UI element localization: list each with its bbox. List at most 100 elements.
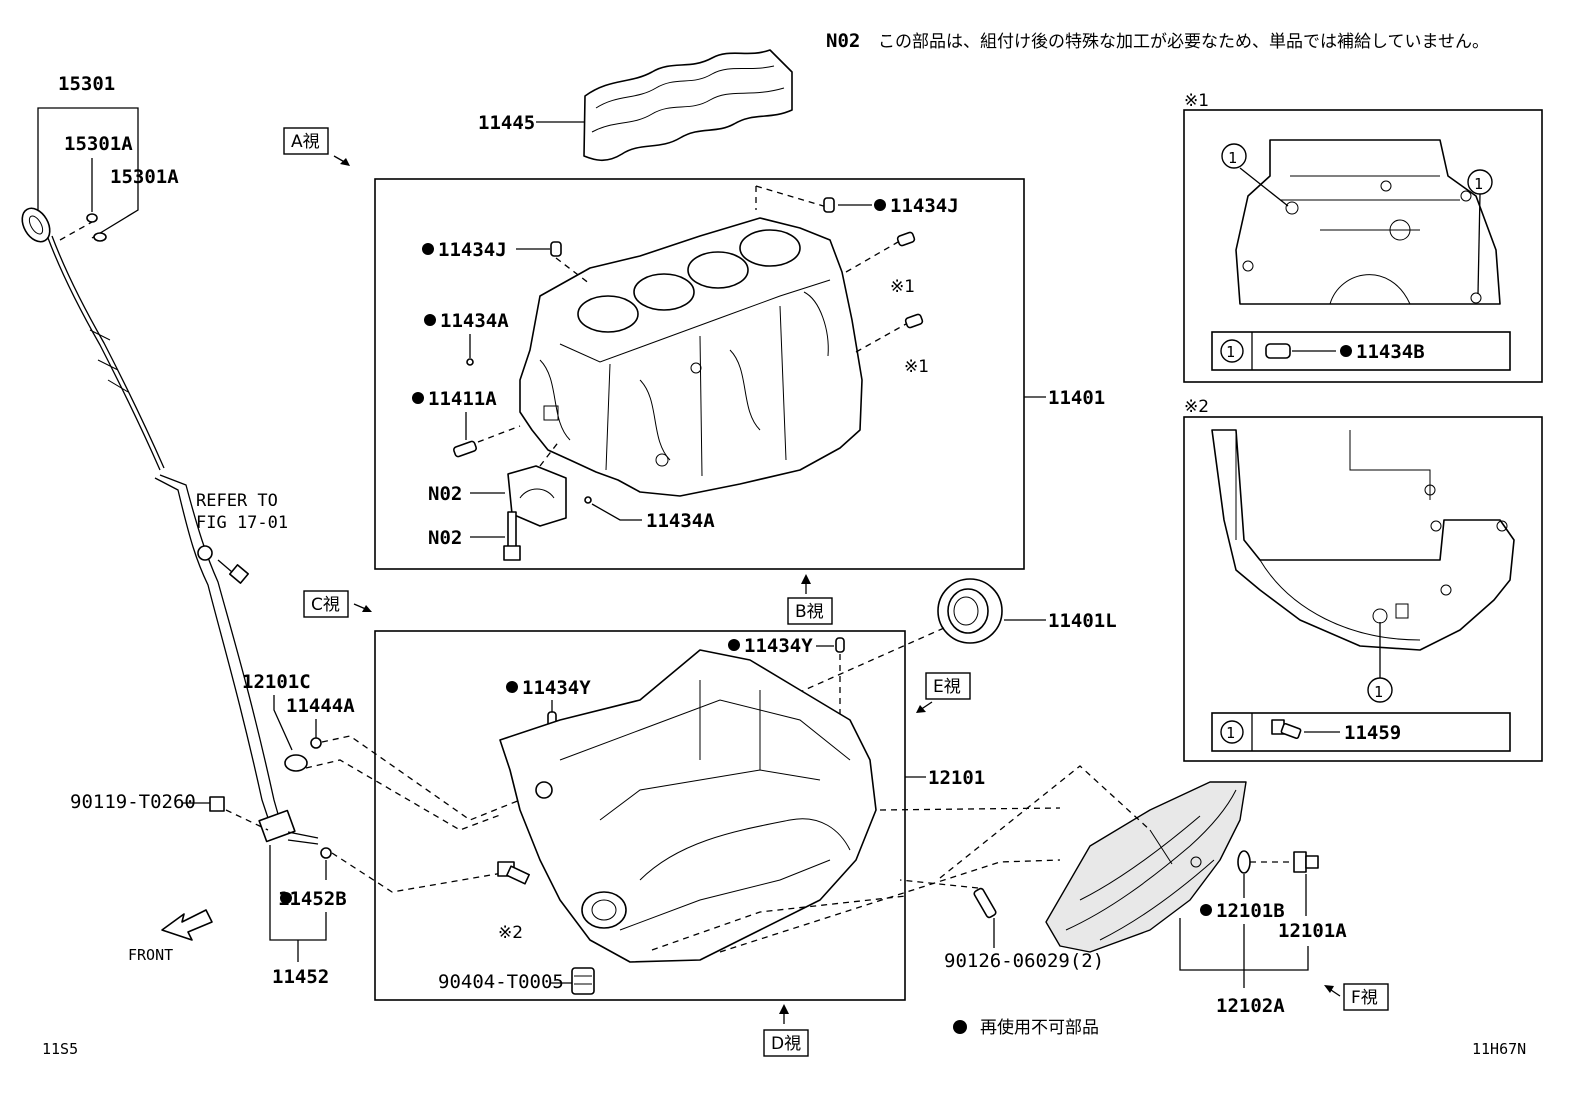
inset2-legend-row — [1211, 712, 1511, 752]
frame-12101 — [374, 630, 906, 1001]
label-11401: 11401 — [1048, 387, 1105, 409]
oring-11452B — [320, 847, 332, 859]
view-tag-C — [303, 590, 349, 618]
svg-text:1: 1 — [1226, 343, 1235, 361]
bolt-refer — [217, 559, 250, 584]
crankcase-12101 — [499, 649, 877, 963]
label-11401L: 11401L — [1048, 610, 1117, 632]
label-90126: 90126-06029(2) — [944, 950, 1104, 972]
view-tag-B — [787, 597, 833, 625]
label-12101C: 12101C — [242, 671, 311, 693]
inset2-callout — [1367, 677, 1393, 703]
oring-11444A — [310, 737, 322, 749]
gasket-12101B — [1237, 850, 1251, 874]
stud-90126 — [973, 887, 997, 919]
label-11434Y-1: 11434Y — [744, 635, 813, 657]
note-code: N02 — [826, 30, 860, 52]
label-11434J-1: 11434J — [890, 195, 959, 217]
svg-text:1: 1 — [1226, 724, 1235, 742]
view-tag-A-label: A視 — [291, 132, 320, 152]
bolt-mark2 — [497, 861, 530, 885]
nonreuse-dot-11434A-1 — [424, 314, 436, 326]
nonreuse-dot-11434Y-2 — [506, 681, 518, 693]
label-11411A: 11411A — [428, 388, 497, 410]
label-11452B: 11452B — [278, 888, 347, 910]
mark2-lower: ※2 — [498, 923, 523, 943]
inset1-callout-left — [1221, 143, 1247, 169]
view-tag-C-label: C視 — [311, 595, 340, 615]
label-90404: 90404-T0005 — [438, 971, 564, 993]
inset1-legend-row — [1211, 331, 1511, 371]
nonreuse-dot-11434Y-1 — [728, 639, 740, 651]
label-12101A: 12101A — [1278, 920, 1347, 942]
bolt-90119 — [209, 796, 269, 831]
refer-line2: FIG 17-01 — [196, 513, 288, 533]
oil-seal-11401L — [937, 578, 1003, 644]
svg-text:1: 1 — [1374, 683, 1383, 701]
label-11434J-2: 11434J — [438, 239, 507, 261]
leader-15301 — [37, 107, 139, 239]
label-11434B: 11434B — [1356, 341, 1425, 363]
nonreuse-dot-11411A — [412, 392, 424, 404]
frame-11401 — [374, 178, 1025, 570]
mark1-lower: ※1 — [904, 357, 929, 377]
inset2-mark: ※2 — [1184, 397, 1209, 417]
o-ring-15301A — [86, 213, 98, 223]
label-15301: 15301 — [58, 73, 115, 95]
view-tag-E — [925, 672, 971, 700]
gasket-12101C — [284, 754, 308, 772]
view-tag-E-label: E視 — [933, 677, 961, 697]
view-tag-B-label: B視 — [795, 602, 824, 622]
note-text: この部品は、組付け後の特殊な加工が必要なため、単品では補給していません。 — [878, 32, 1489, 52]
oil-pan-12102A — [1045, 781, 1247, 953]
view-tag-D-label: D視 — [771, 1034, 801, 1054]
nonreuse-dot-12101B — [1200, 904, 1212, 916]
pin-mark1-upper — [896, 231, 916, 247]
pin-11411A — [452, 425, 521, 458]
inset1-block-rear-view — [1235, 139, 1501, 305]
label-15301A-1: 15301A — [64, 133, 133, 155]
corner-left: 11S5 — [42, 1040, 78, 1058]
pin-11434B — [1265, 343, 1291, 359]
nonreuse-dot-11452B — [280, 892, 292, 904]
bolt-11459 — [1271, 719, 1302, 740]
legend-text: 再使用不可部品 — [980, 1017, 1099, 1038]
label-11434Y-2: 11434Y — [522, 677, 591, 699]
label-N02-2: N02 — [428, 527, 462, 549]
inset2-crankcase-side-view — [1211, 429, 1515, 651]
bolt-N02 — [503, 511, 521, 561]
label-11434A-1: 11434A — [440, 310, 509, 332]
label-12101B: 12101B — [1216, 900, 1285, 922]
front-arrow-icon — [161, 909, 213, 941]
label-12101: 12101 — [928, 767, 985, 789]
head-gasket-11445 — [583, 49, 793, 162]
view-tag-A — [283, 127, 329, 155]
bearing-cap-N02 — [507, 439, 567, 527]
label-11444A: 11444A — [286, 695, 355, 717]
view-tag-F — [1343, 983, 1389, 1011]
label-N02-1: N02 — [428, 483, 462, 505]
nonreuse-dot-11434B — [1340, 345, 1352, 357]
label-11434A-2: 11434A — [646, 510, 715, 532]
refer-line1: REFER TO — [196, 491, 278, 511]
nonreuse-dot-11434J-2 — [422, 243, 434, 255]
label-11445: 11445 — [478, 112, 535, 134]
view-tag-D — [763, 1029, 809, 1057]
pin-11434J-right — [823, 197, 835, 213]
inset2-frame — [1183, 416, 1543, 762]
view-tag-F-label: F視 — [1351, 988, 1378, 1008]
o-ring-15301A-2 — [93, 232, 107, 242]
pin-mark1-lower — [904, 313, 924, 329]
svg-text:1: 1 — [1228, 149, 1237, 167]
inset1-frame — [1183, 109, 1543, 383]
mark1-upper: ※1 — [890, 277, 915, 297]
label-90119: 90119-T0260 — [70, 791, 196, 813]
legend-dot — [953, 1020, 967, 1034]
label-15301A-2: 15301A — [110, 166, 179, 188]
plug-90404 — [571, 967, 595, 995]
pin-11434Y-right — [835, 637, 845, 653]
dipstick-guide-11452 — [154, 474, 319, 845]
inset1-mark: ※1 — [1184, 91, 1209, 111]
corner-right: 11H67N — [1472, 1040, 1526, 1058]
